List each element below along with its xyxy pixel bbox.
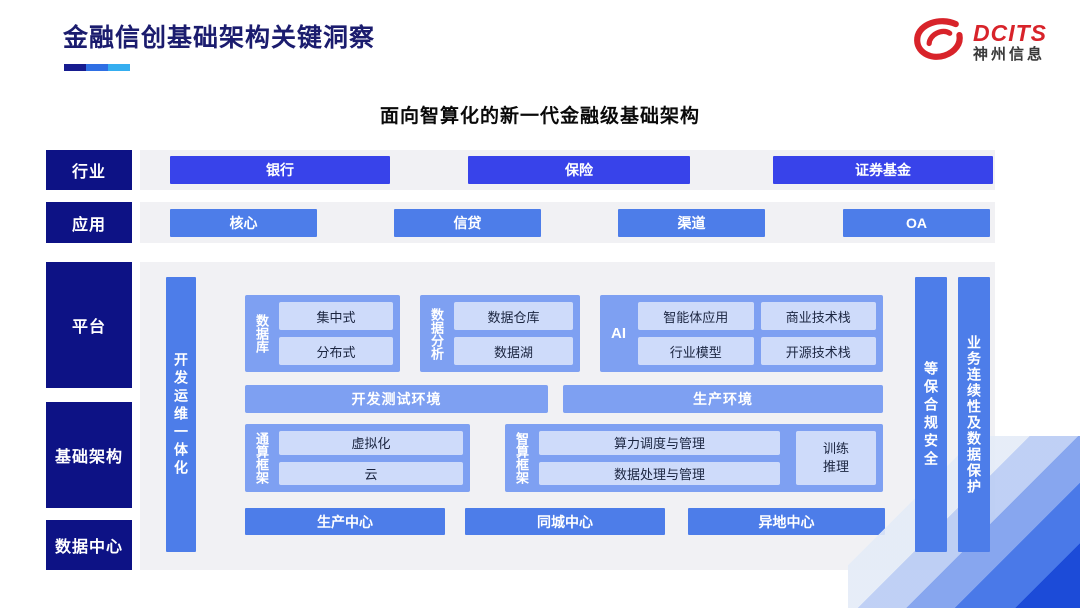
general-compute-item-cloud: 云 xyxy=(279,461,463,485)
analytics-group-label: 数据分析 xyxy=(429,307,444,360)
ai-item-opensource-stack: 开源技术栈 xyxy=(760,337,876,365)
security-compliance-vertical-bar: 等保合规安全 xyxy=(915,277,947,552)
ai-group: AI 智能体应用 商业技术栈 行业模型 开源技术栈 xyxy=(600,295,883,372)
intelligent-compute-items: 算力调度与管理 数据处理与管理 xyxy=(539,431,780,485)
layer-label-infrastructure: 基础架构 xyxy=(46,402,132,508)
analytics-item-lake: 数据湖 xyxy=(454,337,573,365)
layer-label-industry: 行业 xyxy=(46,150,132,190)
intelligent-compute-item-scheduling: 算力调度与管理 xyxy=(539,431,780,455)
general-compute-items: 虚拟化 云 xyxy=(279,431,463,485)
ai-group-label: AI xyxy=(611,325,626,342)
ai-item-agent-app: 智能体应用 xyxy=(638,302,754,330)
intelligent-compute-group-label: 智算框架 xyxy=(514,432,529,484)
analytics-group: 数据分析 数据仓库 数据湖 xyxy=(420,295,580,372)
application-item-credit: 信贷 xyxy=(394,209,541,237)
dcits-logo: DCITS 神州信息 xyxy=(912,16,1047,67)
dcits-swirl-icon xyxy=(912,16,966,67)
center-production: 生产中心 xyxy=(245,508,445,535)
database-group: 数据库 集中式 分布式 xyxy=(245,295,400,372)
layer-label-platform: 平台 xyxy=(46,262,132,388)
production-environment-bar: 生产环境 xyxy=(563,385,883,413)
industry-row: 银行 保险 证券基金 xyxy=(140,150,995,190)
logo-company: 神州信息 xyxy=(973,46,1046,64)
title-underline xyxy=(64,64,130,71)
analytics-group-items: 数据仓库 数据湖 xyxy=(454,302,573,365)
center-same-city: 同城中心 xyxy=(465,508,665,535)
application-item-channel: 渠道 xyxy=(618,209,765,237)
devops-vertical-bar: 开发运维一体化 xyxy=(166,277,196,552)
title-underline-segment xyxy=(64,64,86,71)
database-item-distributed: 分布式 xyxy=(279,337,393,365)
layer-label-application: 应用 xyxy=(46,202,132,243)
logo-brand: DCITS xyxy=(973,19,1047,46)
industry-item-insurance: 保险 xyxy=(468,156,690,184)
application-item-oa: OA xyxy=(843,209,990,237)
diagram-title: 面向智算化的新一代金融级基础架构 xyxy=(379,106,700,127)
ai-item-industry-model: 行业模型 xyxy=(638,337,754,365)
industry-item-securities: 证券基金 xyxy=(773,156,993,184)
dev-test-environment-bar: 开发测试环境 xyxy=(245,385,548,413)
title-underline-segment xyxy=(86,64,108,71)
industry-item-bank: 银行 xyxy=(170,156,390,184)
general-compute-group-label: 通算框架 xyxy=(254,432,269,484)
analytics-item-warehouse: 数据仓库 xyxy=(454,302,573,330)
title-underline-segment xyxy=(108,64,130,71)
layer-label-datacenter: 数据中心 xyxy=(46,520,132,570)
application-row: 核心 信贷 渠道 OA xyxy=(140,202,995,243)
general-compute-group: 通算框架 虚拟化 云 xyxy=(245,424,470,492)
ai-group-items: 智能体应用 商业技术栈 行业模型 开源技术栈 xyxy=(638,302,876,365)
database-group-label: 数据库 xyxy=(254,314,269,353)
database-group-items: 集中式 分布式 xyxy=(279,302,393,365)
logo-text: DCITS 神州信息 xyxy=(973,20,1047,64)
page-title: 金融信创基础架构关键洞察 xyxy=(63,24,376,52)
application-item-core: 核心 xyxy=(170,209,317,237)
intelligent-compute-group: 智算框架 算力调度与管理 数据处理与管理 训练 推理 xyxy=(505,424,883,492)
business-continuity-vertical-bar: 业务连续性及数据保护 xyxy=(958,277,990,552)
general-compute-item-virtualization: 虚拟化 xyxy=(279,431,463,455)
intelligent-compute-item-data-mgmt: 数据处理与管理 xyxy=(539,461,780,485)
ai-item-commercial-stack: 商业技术栈 xyxy=(760,302,876,330)
database-item-centralized: 集中式 xyxy=(279,302,393,330)
platform-panel: 开发运维一体化 等保合规安全 业务连续性及数据保护 数据库 集中式 分布式 数据… xyxy=(140,262,995,570)
